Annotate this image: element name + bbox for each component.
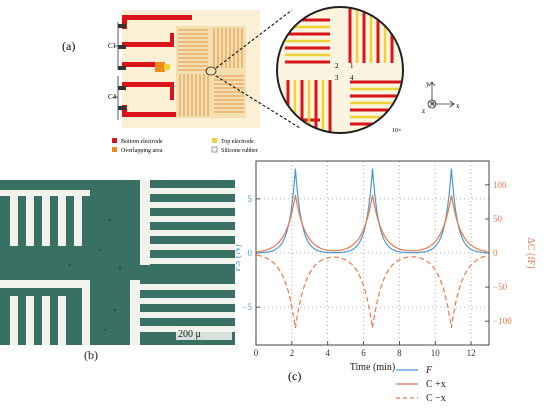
- y-left-tick-label: 5: [248, 194, 253, 204]
- panel-c-label: (c): [288, 369, 301, 383]
- sensor-chip: [118, 10, 260, 128]
- cap-label-c4: C4: [108, 93, 117, 101]
- legend-top-electrode: Top electrode: [221, 139, 254, 145]
- scale-bar-backdrop: [176, 326, 232, 340]
- legend-silicone-rubber: Silicone rubber: [221, 148, 258, 154]
- magnification-label: 10×: [392, 128, 401, 134]
- quadrant-bottom-left: [179, 74, 209, 116]
- panel-b-micrograph: 200 μ: [0, 180, 235, 345]
- axis-y-label: y: [426, 80, 430, 88]
- coordinate-axes-icon: [427, 81, 455, 109]
- legend-swatch-top-electrode: [212, 138, 217, 143]
- y-right-tick-label: 0: [493, 248, 498, 258]
- axis-x-label: x: [456, 102, 460, 110]
- y-right-tick-label: −50: [493, 282, 508, 292]
- x-tick-label: 12: [467, 348, 476, 358]
- panel-b-label: (b): [84, 348, 98, 362]
- series-line-c-plus-x: [256, 194, 488, 253]
- cap-bracket-c1: [114, 22, 119, 70]
- zoom-number-3: 3: [335, 74, 339, 82]
- y-right-axis-label: ΔC (fF): [525, 237, 536, 268]
- x-tick-label: 0: [254, 348, 259, 358]
- panel-a-label: (a): [62, 39, 75, 53]
- quadrant-top-left: [178, 29, 208, 71]
- scale-bar-label: 200 μ: [178, 329, 201, 340]
- y-left-tick-label: 0: [248, 248, 253, 258]
- zoom-lines: [215, 9, 301, 129]
- y-left-axis-label: FS (N): [236, 244, 243, 272]
- y-right-tick-label: 50: [493, 214, 503, 224]
- y-right-tick-label: 100: [493, 180, 507, 190]
- x-axis-label: Time (min): [350, 362, 395, 373]
- x-tick-label: 6: [361, 348, 366, 358]
- zoom-number-2: 2: [335, 62, 339, 70]
- legend-swatch-overlapping-area: [112, 147, 117, 152]
- y-right-tick-label: −100: [493, 316, 512, 326]
- x-tick-label: 4: [325, 348, 330, 358]
- legend-label-0: F: [425, 365, 433, 376]
- zoom-view: [277, 7, 403, 133]
- legend-label-2: C −x: [426, 393, 446, 404]
- cap-bracket-c4: [114, 76, 119, 120]
- series-line-c-minus-x: [256, 254, 488, 329]
- cap-label-c1: C1: [108, 42, 117, 50]
- zoom-number-4: 4: [350, 74, 354, 82]
- series-line-force: [256, 168, 488, 254]
- x-tick-label: 8: [397, 348, 402, 358]
- x-tick-label: 10: [431, 348, 441, 358]
- legend-swatch-silicone-rubber: [211, 146, 218, 153]
- x-tick-label: 2: [290, 348, 295, 358]
- legend-overlapping-area: Overlapping area: [121, 148, 163, 154]
- zoom-circle-border: [276, 6, 404, 134]
- legend-bottom-electrode: Bottom electrode: [121, 139, 163, 145]
- legend-label-1: C +x: [426, 379, 446, 390]
- axis-z-label: z: [422, 107, 425, 115]
- zoom-number-1: 1: [350, 62, 354, 70]
- legend-swatch-bottom-electrode: [112, 138, 117, 143]
- quadrant-top-right: [213, 28, 243, 68]
- y-left-tick-label: −5: [242, 302, 252, 312]
- panel-a-figure: (a) C1 C2 C3 C4: [62, 6, 460, 154]
